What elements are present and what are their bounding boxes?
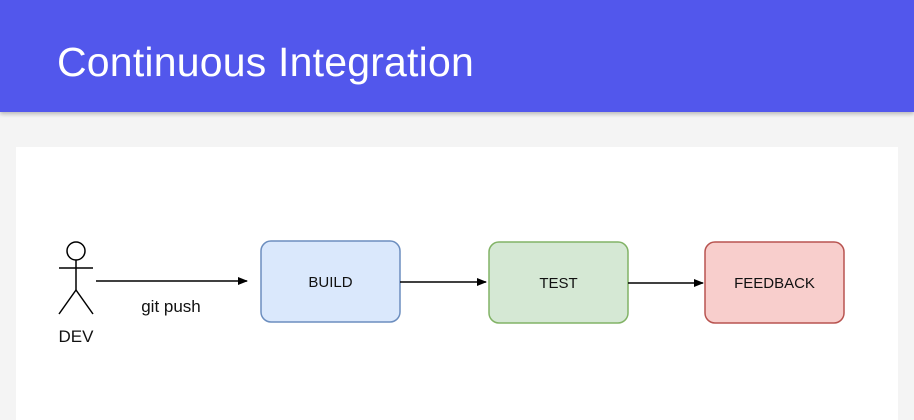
- dev-actor: DEV: [58, 241, 95, 346]
- header-bar: Continuous Integration: [0, 0, 914, 112]
- actor-label: DEV: [59, 327, 95, 346]
- node-build-label: BUILD: [308, 274, 352, 291]
- edge-git-push: git push: [96, 277, 248, 316]
- node-feedback: FEEDBACK: [704, 241, 845, 324]
- edge-label-git-push: git push: [141, 297, 201, 316]
- node-build: BUILD: [260, 240, 401, 323]
- node-test-label: TEST: [539, 275, 577, 292]
- node-test: TEST: [488, 241, 629, 324]
- stick-figure-icon: [58, 241, 94, 315]
- node-feedback-label: FEEDBACK: [734, 275, 815, 292]
- node-feedback-box: [704, 241, 845, 324]
- page-title: Continuous Integration: [57, 39, 474, 85]
